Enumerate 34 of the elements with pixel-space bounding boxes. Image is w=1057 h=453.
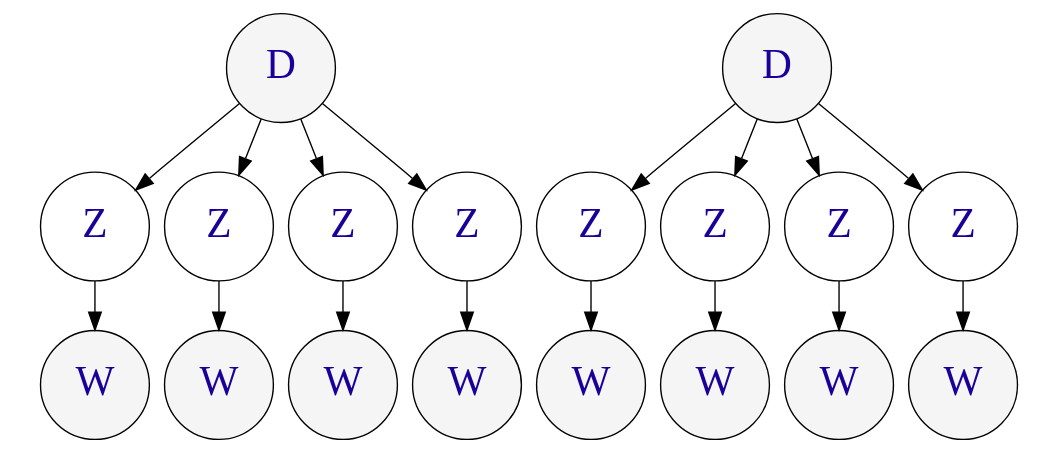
arrow [299,118,324,178]
arrow [733,118,758,178]
arrow [795,118,820,178]
node-circle: Z [535,171,646,282]
arrow [133,102,240,192]
arrow [629,102,736,192]
node-circle: D [225,12,336,124]
node-circle: W [411,329,522,441]
arrow [335,280,350,333]
node-circle: Z [659,171,770,282]
arrow [831,280,846,333]
arrow [321,102,428,192]
node-circle: Z [411,171,522,282]
node-circle: W [287,329,398,441]
arrow [955,280,970,333]
node-circle: W [535,329,646,441]
arrow [459,280,474,333]
node-circle: Z [783,171,894,282]
arrow [211,280,226,333]
node-circle: D [721,12,832,124]
node-circle: Z [163,171,274,282]
node-circle: Z [39,171,150,282]
node-circle: W [659,329,770,441]
node-circle: W [39,329,150,441]
arrow [237,118,262,178]
arrow [817,102,924,192]
node-circle: W [907,329,1018,441]
node-circle: W [163,329,274,441]
arrow [87,280,102,333]
node-circle: Z [287,171,398,282]
node-circle: W [783,329,894,441]
arrow [707,280,722,333]
arrow [583,280,598,333]
node-circle: Z [907,171,1018,282]
